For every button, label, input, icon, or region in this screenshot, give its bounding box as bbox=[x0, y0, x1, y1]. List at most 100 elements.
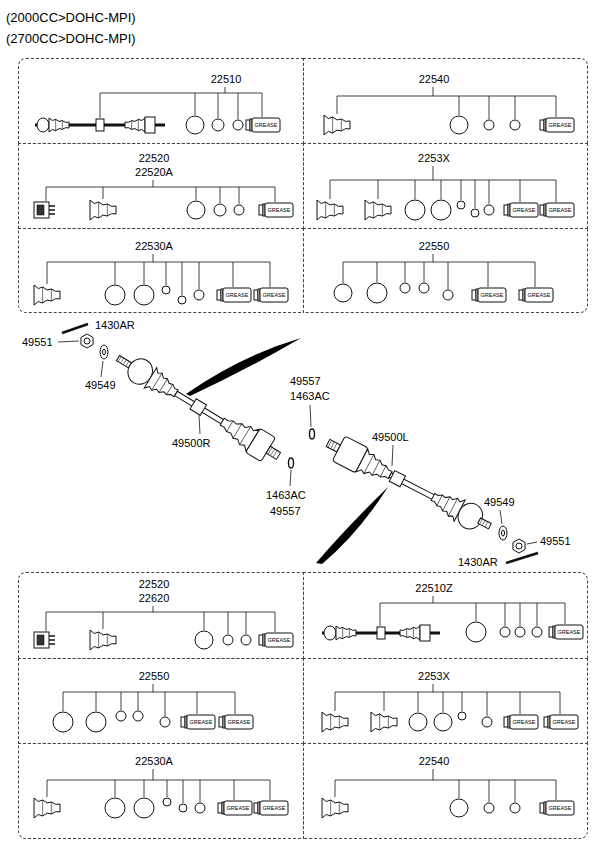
callout-number: 49500L bbox=[372, 430, 409, 444]
grease-tube bbox=[254, 288, 288, 302]
callout-number: 49551 bbox=[22, 335, 53, 349]
seal-ring bbox=[482, 717, 492, 727]
seal-ring bbox=[195, 631, 213, 649]
boot-drawing bbox=[317, 200, 343, 220]
leader-line bbox=[392, 445, 393, 466]
boot-drawing bbox=[144, 368, 182, 404]
grease-label: GREASE bbox=[263, 805, 286, 811]
grease-tube bbox=[540, 203, 574, 217]
seal-ring bbox=[194, 290, 204, 300]
grease-label: GREASE bbox=[268, 637, 291, 643]
boot-ridge bbox=[138, 119, 139, 130]
boot-ridge bbox=[98, 632, 99, 648]
engine-note: (2700CC>DOHC-MPI) bbox=[6, 31, 136, 47]
seal-ring bbox=[134, 285, 154, 305]
boot-ridge bbox=[448, 498, 457, 516]
seal-ring bbox=[53, 712, 73, 732]
leader-line bbox=[58, 341, 79, 342]
callout-number: 1463AC bbox=[290, 389, 330, 403]
kit-number: 2253X bbox=[418, 151, 450, 165]
boot-drawing bbox=[400, 626, 420, 640]
grease-tube bbox=[504, 203, 538, 217]
seal-ring bbox=[457, 201, 465, 209]
section-stroke bbox=[316, 487, 388, 564]
callout-number: 49549 bbox=[484, 495, 515, 509]
boot-part bbox=[371, 712, 397, 732]
snap-ring bbox=[310, 429, 315, 439]
leader-line bbox=[101, 361, 103, 377]
seal-ring bbox=[500, 627, 510, 637]
boot-part bbox=[90, 630, 116, 650]
kit-box: 2253X bbox=[303, 658, 588, 744]
boot-ridge bbox=[379, 714, 380, 730]
boot-drawing bbox=[322, 798, 348, 818]
seal-ring bbox=[450, 116, 468, 134]
boot-drawing bbox=[34, 798, 60, 818]
kit-number: 22540 bbox=[419, 754, 450, 768]
boot-drawing bbox=[125, 118, 145, 132]
boot-ridge bbox=[380, 466, 386, 477]
kit-number: 22510 bbox=[211, 72, 242, 86]
seal-ring bbox=[484, 120, 494, 130]
kit-box: 2252022620 bbox=[18, 572, 304, 659]
seal-ring bbox=[484, 803, 494, 813]
seal-ring bbox=[484, 205, 494, 215]
grease-tube bbox=[259, 633, 293, 647]
kit-bracket bbox=[46, 180, 275, 204]
split-pin bbox=[62, 324, 88, 333]
boot-ridge bbox=[330, 800, 331, 816]
grease-tube bbox=[219, 715, 253, 729]
boot-ridge bbox=[443, 497, 450, 511]
boot-part bbox=[365, 200, 391, 220]
boot-ridge bbox=[364, 454, 374, 473]
callout-number: 49551 bbox=[540, 534, 571, 548]
boot-drawing bbox=[324, 115, 350, 135]
seal-ring bbox=[214, 204, 226, 216]
drive-shaft bbox=[111, 346, 286, 468]
kit-bracket bbox=[337, 87, 556, 119]
boot-ridge bbox=[98, 202, 99, 218]
kit-box: 22530A bbox=[18, 228, 304, 313]
seal-ring bbox=[405, 200, 425, 220]
seal-ring bbox=[134, 798, 154, 818]
kit-number: 22540 bbox=[419, 72, 450, 86]
seal-ring bbox=[223, 635, 233, 645]
seal-ring bbox=[466, 622, 486, 642]
boot-ridge bbox=[349, 629, 350, 638]
seal-ring bbox=[116, 711, 126, 721]
seal-ring bbox=[419, 283, 429, 293]
boot-ridge bbox=[107, 204, 108, 216]
boot-ridge bbox=[107, 634, 108, 646]
kit-number: 22520 bbox=[139, 577, 170, 591]
seal-ring bbox=[367, 283, 387, 303]
drive-shaft bbox=[322, 431, 497, 539]
boot-ridge bbox=[227, 421, 234, 432]
grease-label: GREASE bbox=[549, 122, 572, 128]
boot-ridge bbox=[330, 714, 331, 730]
snap-ring bbox=[289, 458, 294, 468]
leader-line bbox=[290, 470, 291, 486]
kit-bracket bbox=[343, 254, 535, 289]
callout-number: 49500R bbox=[172, 436, 211, 450]
boot-ridge bbox=[388, 716, 389, 728]
boot-drawing bbox=[90, 200, 116, 220]
kit-bracket bbox=[100, 87, 262, 119]
boot-part bbox=[34, 798, 60, 818]
grease-tube bbox=[519, 288, 553, 302]
boot-ridge bbox=[51, 289, 52, 301]
grease-label: GREASE bbox=[226, 292, 249, 298]
kit-box: 22510Z bbox=[303, 572, 588, 659]
seal-ring bbox=[186, 116, 204, 134]
seal-ring bbox=[233, 120, 243, 130]
boot-ridge bbox=[42, 800, 43, 816]
boot-part bbox=[324, 115, 350, 135]
boot-ridge bbox=[55, 119, 56, 130]
grease-tube bbox=[540, 801, 574, 815]
shaft-drawing bbox=[322, 625, 440, 641]
seal-ring bbox=[431, 200, 451, 220]
kit-box: 2253X bbox=[303, 143, 588, 229]
leader-line bbox=[310, 405, 311, 427]
washer bbox=[100, 345, 108, 359]
boot-ridge bbox=[42, 287, 43, 303]
seal-ring bbox=[133, 711, 143, 721]
